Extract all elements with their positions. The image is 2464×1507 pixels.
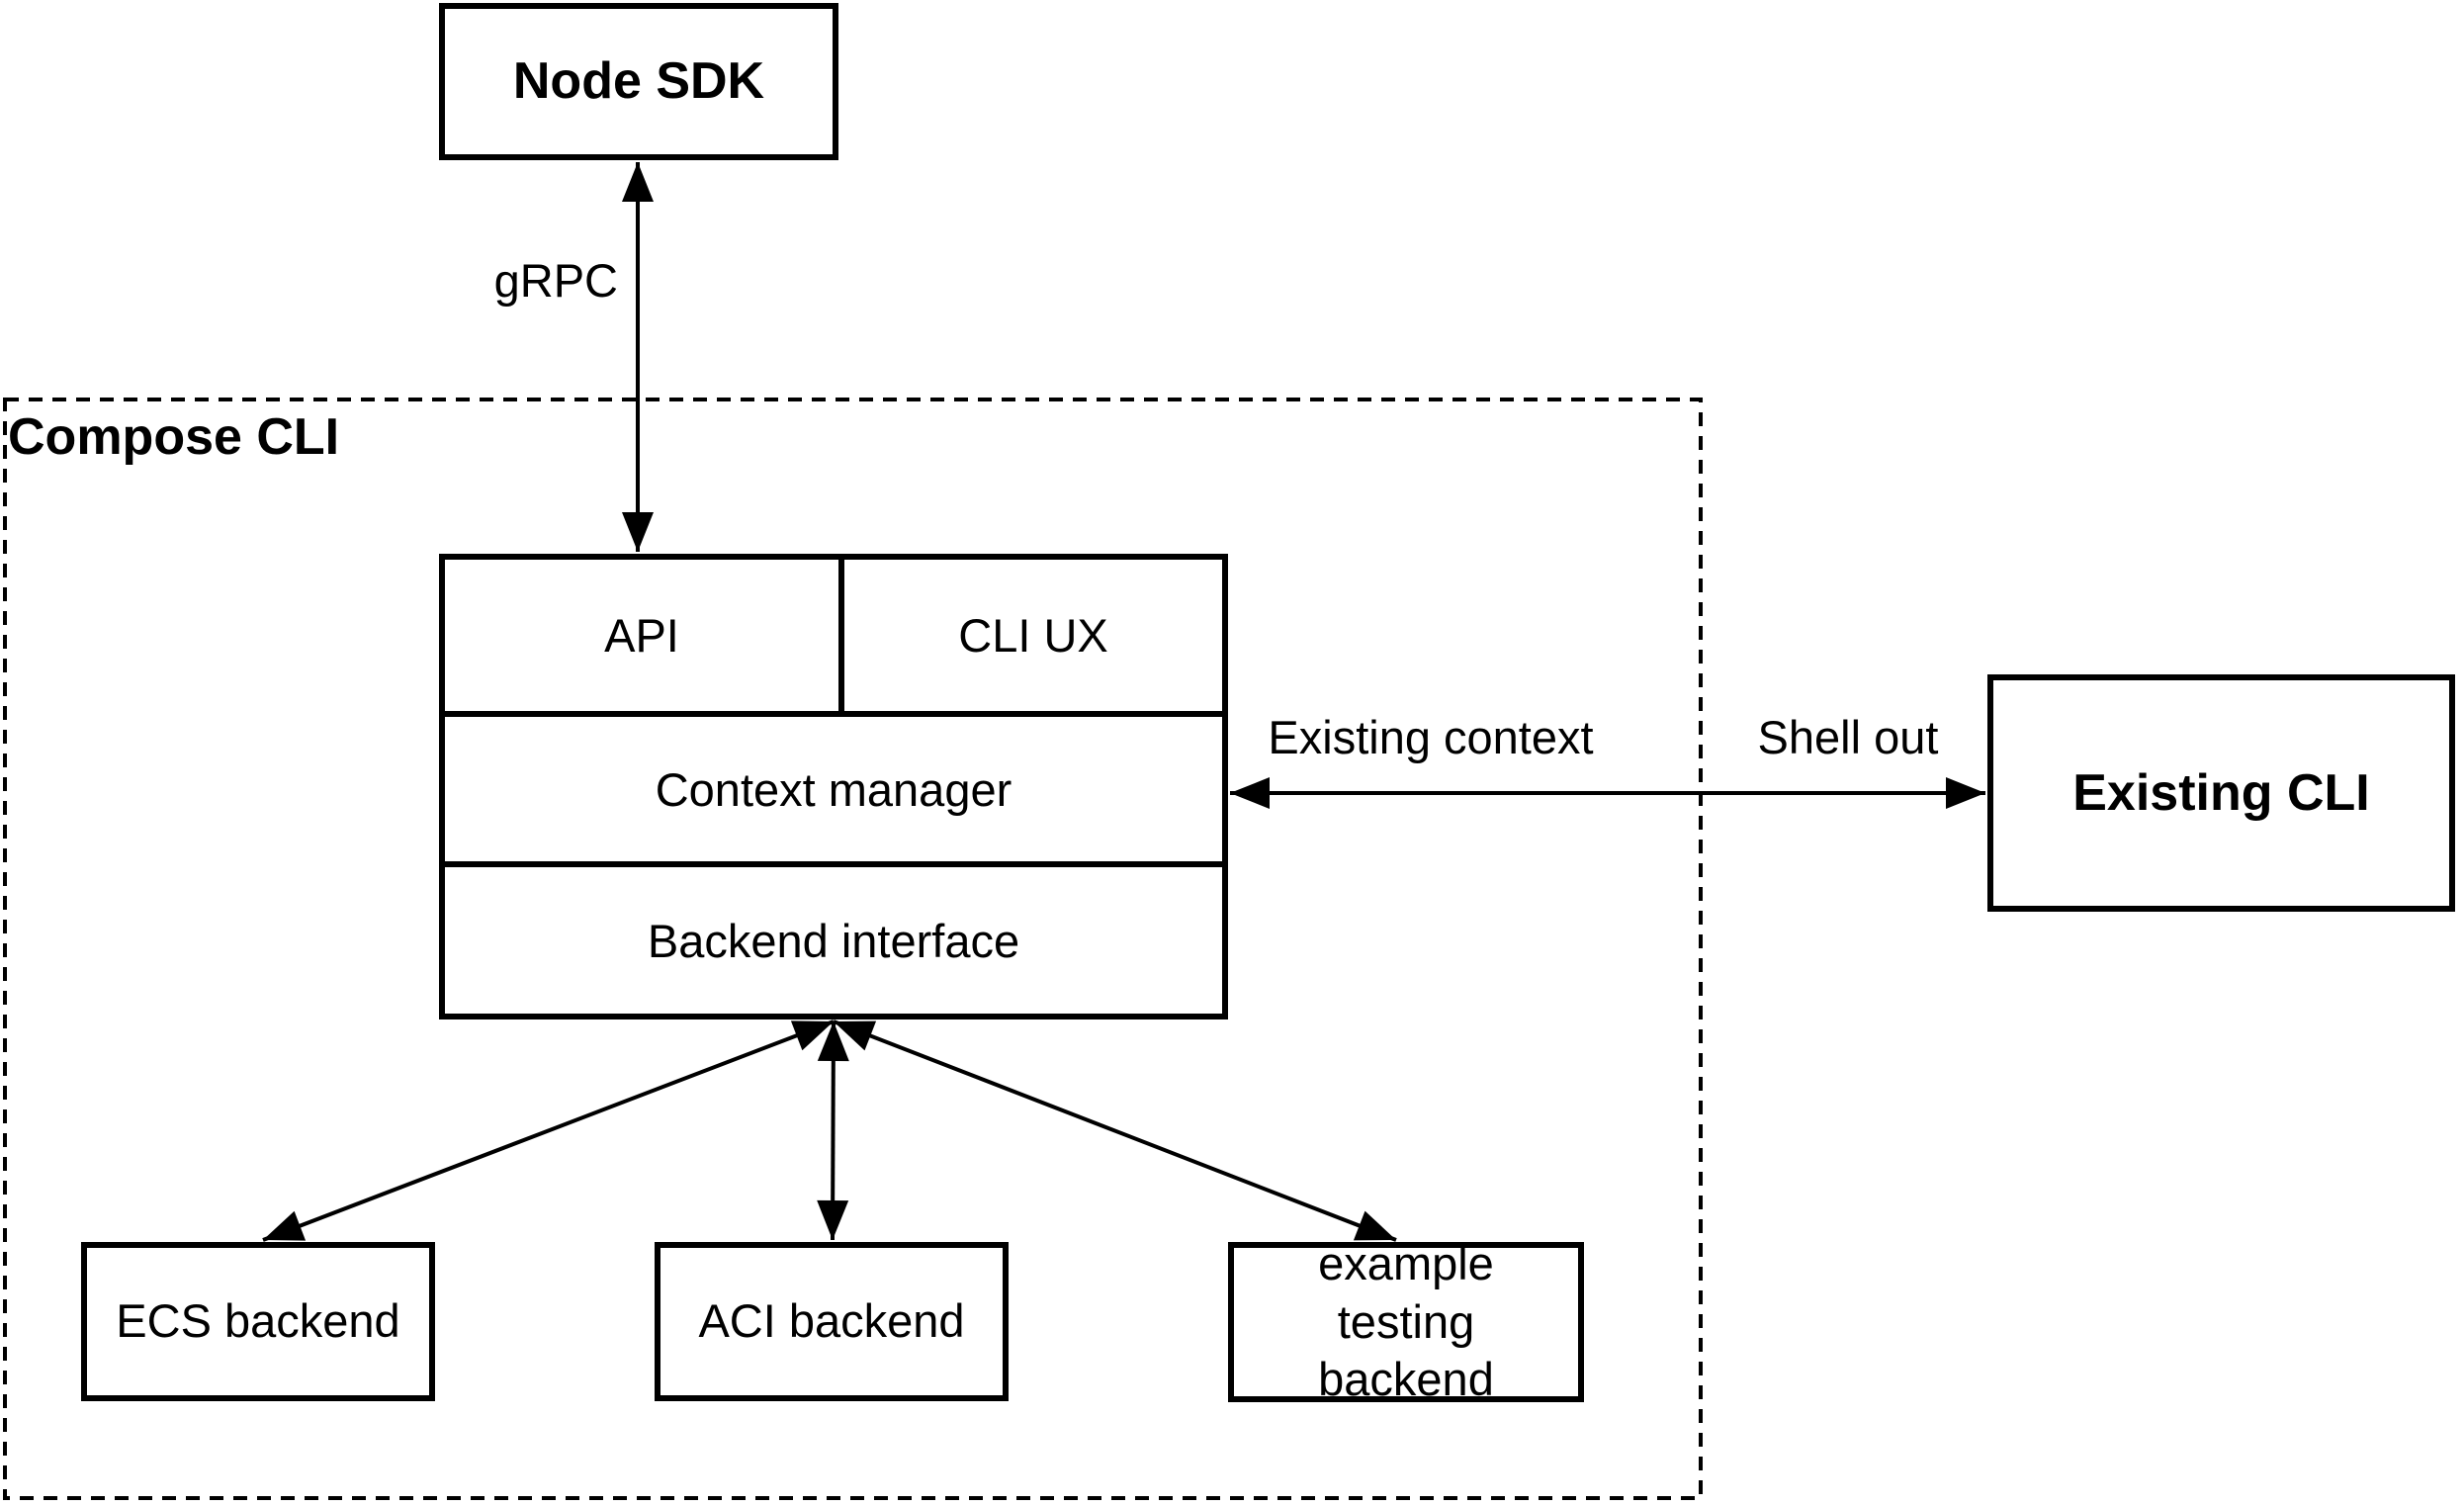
existing-cli-label: Existing CLI bbox=[2072, 763, 2370, 822]
context-manager-cell: Context manager bbox=[445, 711, 1222, 861]
node-sdk-label: Node SDK bbox=[512, 52, 765, 110]
compose-cli-group-label: Compose CLI bbox=[8, 408, 340, 466]
example-testing-backend-label: example testing backend bbox=[1318, 1236, 1494, 1406]
backend-interface-cell: Backend interface bbox=[445, 861, 1222, 1014]
api-label: API bbox=[604, 609, 679, 662]
ecs-backend-label: ECS backend bbox=[116, 1294, 400, 1348]
api-cell: API bbox=[445, 560, 838, 711]
cli-ux-label: CLI UX bbox=[958, 609, 1108, 662]
backend-interface-label: Backend interface bbox=[647, 914, 1020, 967]
aci-backend-connector bbox=[817, 1020, 849, 1241]
shell-out-edge-label: Shell out bbox=[1757, 711, 1939, 763]
stack-top-row: API CLI UX bbox=[445, 560, 1222, 711]
node-sdk-box: Node SDK bbox=[439, 3, 838, 160]
aci-backend-box: ACI backend bbox=[655, 1242, 1009, 1401]
compose-cli-stack-box: API CLI UX Context manager Backend inter… bbox=[439, 554, 1228, 1019]
context-manager-label: Context manager bbox=[655, 762, 1012, 816]
ecs-backend-box: ECS backend bbox=[81, 1242, 435, 1401]
aci-backend-label: ACI backend bbox=[698, 1294, 965, 1348]
example-testing-backend-box: example testing backend bbox=[1228, 1237, 1584, 1405]
cli-ux-cell: CLI UX bbox=[838, 560, 1222, 711]
ecs-backend-connector bbox=[262, 1019, 835, 1242]
existing-context-edge-label: Existing context bbox=[1268, 711, 1594, 763]
example-backend-connector bbox=[833, 1019, 1397, 1242]
existing-cli-box: Existing CLI bbox=[1987, 674, 2455, 912]
grpc-edge-label: gRPC bbox=[493, 254, 618, 307]
compose-cli-group-boundary bbox=[3, 398, 1703, 1500]
